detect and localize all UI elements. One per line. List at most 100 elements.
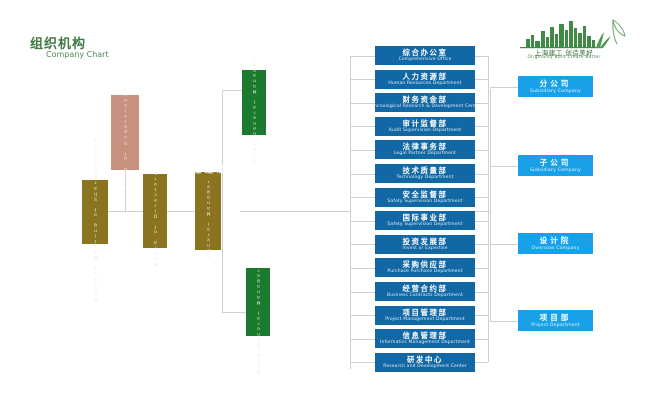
box-vice-general-manager-2[interactable]: 副总经理（三） Vice General Manager — [241, 231, 275, 374]
box-vice-manager-1-en: Vice General Manager — [251, 56, 257, 163]
line-supervisors-drop — [125, 170, 126, 212]
line-dept-collector-stub — [475, 220, 488, 222]
page-title-zh: 组织机构 — [30, 37, 87, 52]
department-name-en: Comprehensive Office — [398, 57, 452, 62]
line-dept-stub — [350, 149, 375, 151]
line-dept-collector-stub — [475, 102, 488, 104]
department-name-zh: 信息管理部 — [402, 331, 448, 341]
subsidiary-name-zh: 子公司 — [539, 157, 572, 167]
department-box[interactable]: 财务资金部Tehcnological Research & Developmen… — [375, 93, 475, 113]
line-subsidiary-stub — [490, 320, 518, 322]
box-supervisors-en: Board of Supervisors — [122, 86, 128, 193]
line-dept-collector-stub — [475, 362, 488, 364]
line-dept-stub — [350, 338, 375, 340]
line-dept-stub — [350, 362, 375, 364]
department-name-en: Tehcnological Research & Development Cen… — [375, 104, 475, 110]
department-name-zh: 综合办公室 — [402, 48, 448, 57]
subsidiary-name-en: Project Department — [531, 322, 580, 328]
line-dept-collector-stub — [475, 55, 488, 57]
line-dept-collector-stub — [475, 291, 488, 293]
box-board-of-directors[interactable]: 董事会 Board of Directors — [138, 157, 172, 266]
box-vice-general-manager-1[interactable]: 副总经理 Vice General Manager — [231, 43, 277, 163]
department-name-zh: 项目管理部 — [402, 307, 448, 317]
subsidiary-name-en: Subsidiary Company — [530, 88, 581, 94]
department-name-en: Safety Supervision Department — [387, 198, 463, 204]
department-name-en: Legal Partner Department — [393, 151, 457, 157]
line-dept-stub — [350, 291, 375, 293]
department-name-zh: 人力资源部 — [402, 71, 448, 81]
box-vice-manager-1-zh: 副总经理 — [231, 42, 277, 55]
line-dept-collector-stub — [475, 338, 488, 340]
line-dept-stub — [350, 55, 375, 57]
department-name-en: Research and Development Center — [383, 363, 467, 369]
logo-text-zh: 上海建工 创造美好 — [534, 49, 594, 57]
line-subsidiary-stub — [490, 243, 518, 245]
line-dept-collector-stub — [475, 126, 488, 128]
department-name-zh: 审计监督部 — [402, 118, 448, 128]
subsidiary-name-zh: 分公司 — [539, 78, 572, 88]
line-dept-collector-stub — [475, 79, 488, 81]
box-directors-en: Board of Directors — [152, 170, 158, 266]
line-dept-bus — [350, 56, 351, 369]
line-vice-top — [222, 90, 242, 91]
department-name-en: Project Management Department — [385, 316, 465, 322]
subsidiary-name-zh: 项目部 — [539, 312, 572, 322]
box-shareholders[interactable]: 股东大会 General Meeting of Shareholders — [72, 123, 118, 301]
line-vice-bottom — [222, 312, 246, 313]
line-dept-collector-stub — [475, 315, 488, 317]
line-dept-collector-bus — [488, 55, 489, 363]
department-name-en: Human Resources Department — [388, 80, 462, 86]
department-name-en: Business Contracts Department — [387, 293, 463, 298]
box-directors-zh: 董事会 — [138, 156, 172, 169]
company-logo: 上海建工 创造美好 Originality Built Create Bette… — [520, 18, 632, 64]
subsidiary-name-zh: 设计院 — [539, 235, 572, 245]
line-dept-stub — [350, 267, 375, 269]
line-dept-collector-stub — [475, 197, 488, 199]
line-dept-stub — [350, 220, 375, 222]
department-name-zh: 财务资金部 — [402, 95, 448, 105]
line-subsidiary-bus — [490, 89, 491, 322]
department-name-zh: 法律事务部 — [402, 142, 448, 152]
department-name-zh: 经营合约部 — [402, 284, 448, 293]
department-name-en: Purchase Purchase Department — [387, 269, 463, 275]
department-name-zh: 安全监督部 — [402, 189, 448, 199]
box-general-manager-zh: 总经理 — [191, 164, 225, 177]
box-shareholders-en: General Meeting of Shareholders — [92, 136, 98, 301]
line-dept-stub — [350, 126, 375, 128]
box-vice-manager-2-en: Vice General Manager — [255, 267, 261, 374]
box-general-manager[interactable]: 总经理 General Manager — [191, 165, 225, 258]
line-vice-bus — [222, 90, 223, 312]
subsidiary-name-en: Subsidiary Company — [530, 167, 581, 173]
department-name-zh: 国际事业部 — [402, 213, 448, 223]
box-board-of-supervisors[interactable]: 监事会 Board of Supervisors — [108, 73, 142, 193]
page-title-en: Company Chart — [46, 50, 109, 59]
line-dept-stub — [350, 79, 375, 81]
department-name-en: Invest or Expertise — [402, 245, 448, 251]
line-dept-stub — [350, 197, 375, 199]
line-dept-stub — [350, 244, 375, 246]
box-vice-manager-2-zh: 副总经理（三） — [241, 230, 275, 266]
department-name-zh: 投资发展部 — [402, 236, 448, 246]
line-dept-collector-stub — [475, 149, 488, 151]
line-dept-collector-stub — [475, 173, 488, 175]
department-name-en: Safety Supervision Department — [387, 222, 463, 228]
line-subsidiary-stub — [490, 86, 518, 88]
